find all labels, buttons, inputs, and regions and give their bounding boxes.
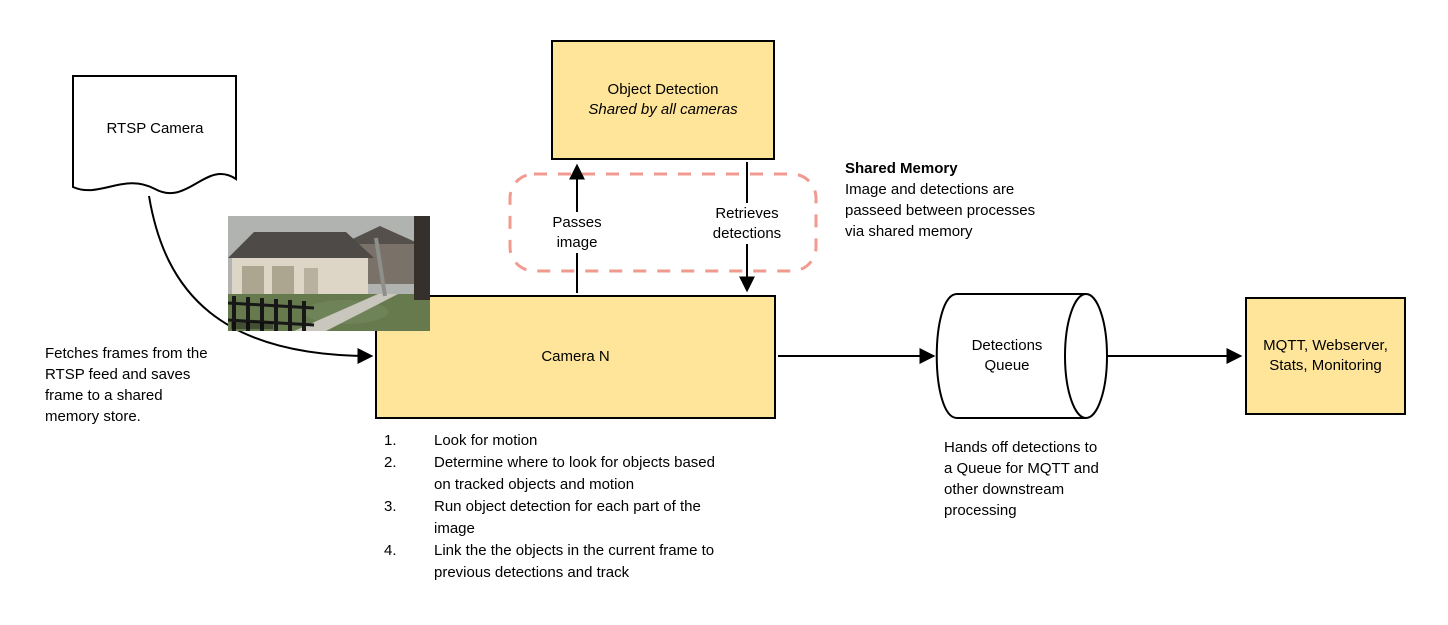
camera-step-1: Look for motion: [384, 430, 730, 452]
snapshot-fence: [228, 296, 315, 331]
camera-steps-list: Look for motion Determine where to look …: [384, 430, 730, 584]
step-text: Determine where to look for objects base…: [434, 454, 715, 493]
camera-step-3: Run object detection for each part of th…: [384, 496, 730, 540]
rtsp-camera-shape: [72, 75, 237, 195]
shared-memory-note-body: Image and detections are passeed between…: [845, 181, 1036, 240]
snapshot-porch-post: [414, 216, 430, 300]
step-text: Look for motion: [434, 432, 538, 449]
queue-handoff-note: Hands off detections to a Queue for MQTT…: [944, 439, 1099, 519]
fetch-note: Fetches frames from the RTSP feed and sa…: [45, 345, 208, 425]
step-number: [384, 430, 434, 452]
snapshot-walkway: [294, 294, 398, 331]
shared-memory-dashed-frame: [508, 172, 818, 273]
rtsp-to-camera-arrow: [148, 195, 374, 364]
retrieves-detections-label: Retrieves detections: [701, 203, 793, 244]
step-text: Link the the objects in the current fram…: [434, 542, 715, 581]
object-detection-title: Object Detection: [607, 81, 719, 99]
snapshot-timestamp-overlay: [231, 322, 273, 329]
shared-memory-note: Shared Memory Image and detections are p…: [845, 158, 1041, 242]
detections-queue-cap: [1064, 293, 1108, 419]
snapshot-house: [228, 232, 374, 294]
step-number: [384, 452, 434, 496]
camera-n-node: Camera N: [375, 295, 776, 419]
object-detection-node: Object Detection Shared by all cameras: [551, 40, 775, 160]
camera-n-label: Camera N: [541, 348, 610, 366]
detections-queue-shape: [935, 293, 1086, 419]
step-text: Run object detection for each part of th…: [434, 498, 701, 537]
snapshot-pole: [374, 237, 387, 297]
mqtt-node: MQTT, Webserver, Stats, Monitoring: [1245, 297, 1406, 415]
step-number: [384, 540, 434, 584]
mqtt-label: MQTT, Webserver, Stats, Monitoring: [1263, 337, 1388, 374]
rtsp-camera-label: RTSP Camera: [106, 120, 204, 137]
detections-queue-label: Detections Queue: [971, 337, 1043, 374]
document-shape-outline: [72, 75, 237, 195]
camera-step-2: Determine where to look for objects base…: [384, 452, 730, 496]
shared-memory-note-title: Shared Memory: [845, 160, 958, 177]
object-detection-subtitle: Shared by all cameras: [588, 101, 738, 118]
camera-step-4: Link the the objects in the current fram…: [384, 540, 730, 584]
step-number: [384, 496, 434, 540]
passes-image-label: Passes image: [539, 212, 615, 253]
camera-snapshot: [228, 216, 430, 331]
